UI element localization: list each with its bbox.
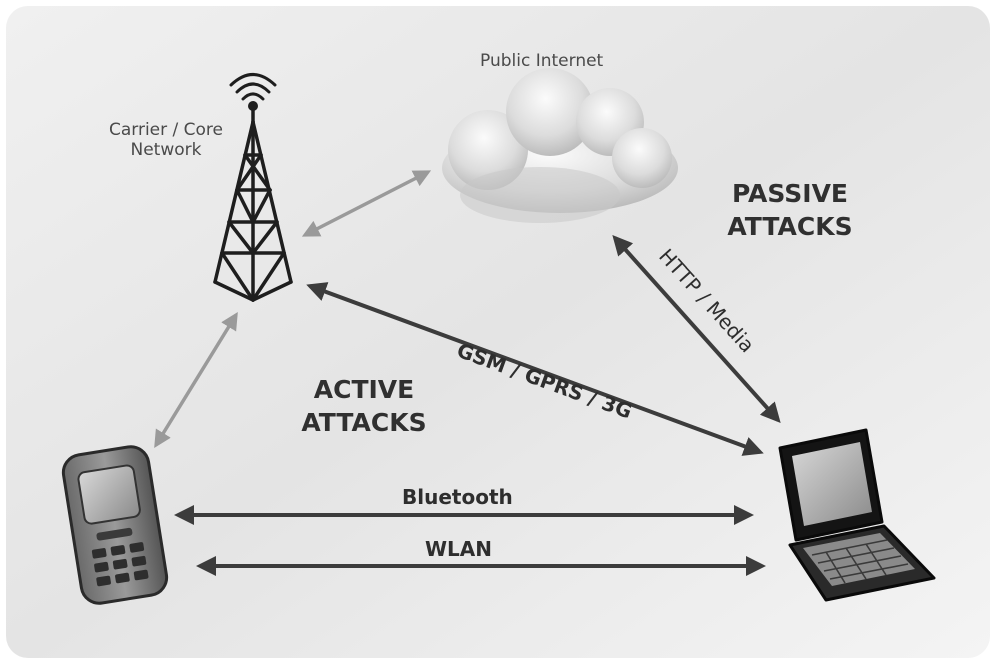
passive-attacks-label: PASSIVE ATTACKS <box>727 179 853 241</box>
mobile-phone-icon <box>61 445 169 605</box>
tower-cloud-link <box>301 170 432 237</box>
cloud-icon <box>442 68 678 223</box>
cell-tower-icon <box>213 73 293 302</box>
bluetooth-label: Bluetooth <box>402 485 513 509</box>
active-attacks-label: ACTIVE ATTACKS <box>301 375 427 437</box>
wlan-label: WLAN <box>425 537 493 561</box>
gsm-link <box>306 282 764 456</box>
carrier-network-label: Carrier / Core Network <box>108 120 224 161</box>
laptop-icon <box>778 428 936 602</box>
tower-phone-link <box>154 312 238 448</box>
http-link <box>612 235 781 423</box>
public-internet-label: Public Internet <box>480 51 604 71</box>
